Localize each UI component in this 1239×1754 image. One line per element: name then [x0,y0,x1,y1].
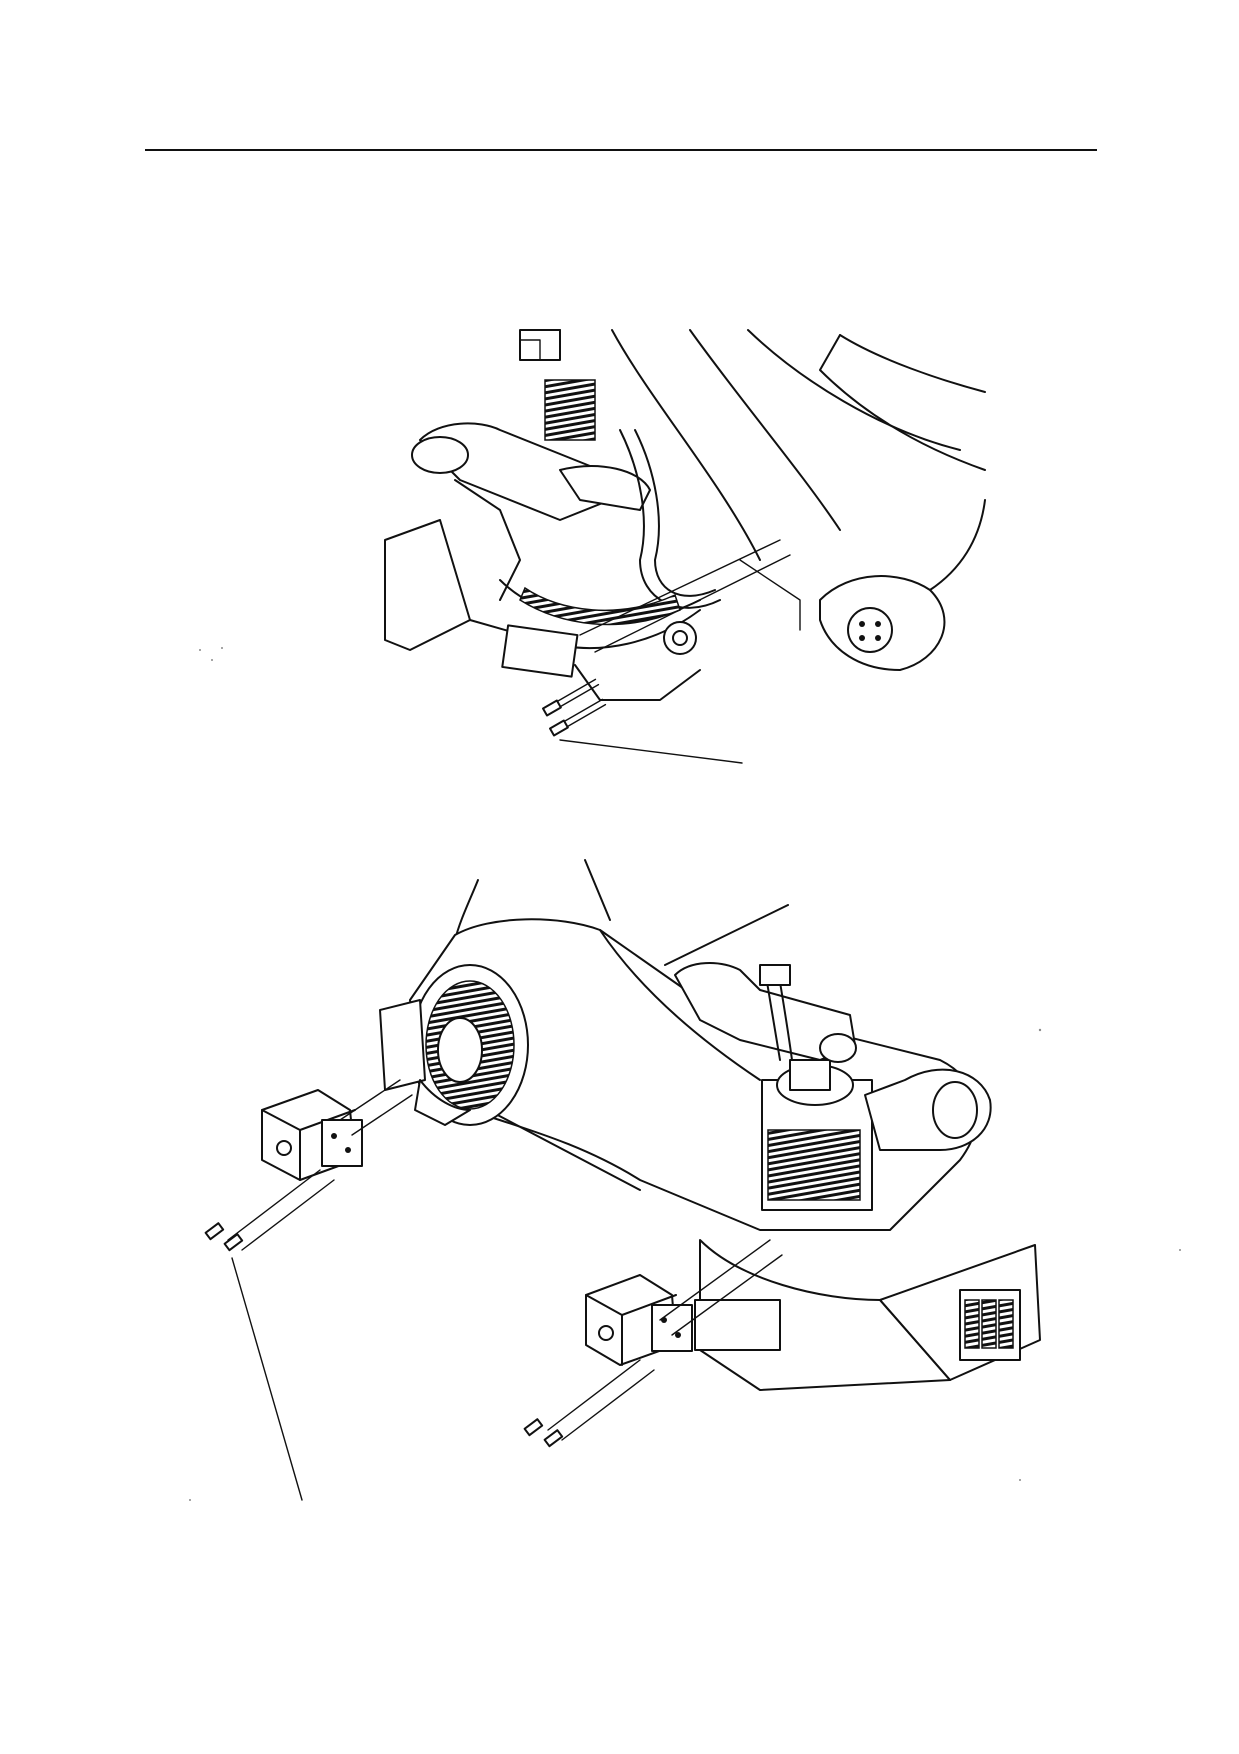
right-bracket [585,1274,693,1366]
lower-left-bolts [204,1222,244,1252]
lower-leader-line [231,1257,303,1501]
left-bracket [261,1089,363,1181]
upper-wrist-joint [819,499,986,671]
lower-upper-joint [674,962,857,1063]
upper-bolts [542,678,607,737]
lower-reducer [379,964,529,1126]
upper-base-plate [384,519,701,701]
upper-motor [519,329,596,441]
lower-right-bolts [523,1418,564,1448]
scan-specks [189,647,1181,1501]
lower-cable-lines [227,1079,783,1441]
upper-cable-lines [579,539,801,653]
lower-motor-right [761,1059,992,1211]
header-rule [145,149,1097,151]
upper-gearbox-arm [411,422,721,609]
lower-base-unit [694,1239,1041,1391]
connector-panel [959,1289,1021,1361]
upper-leader-line [559,739,743,764]
upper-arm-outline [539,329,986,561]
